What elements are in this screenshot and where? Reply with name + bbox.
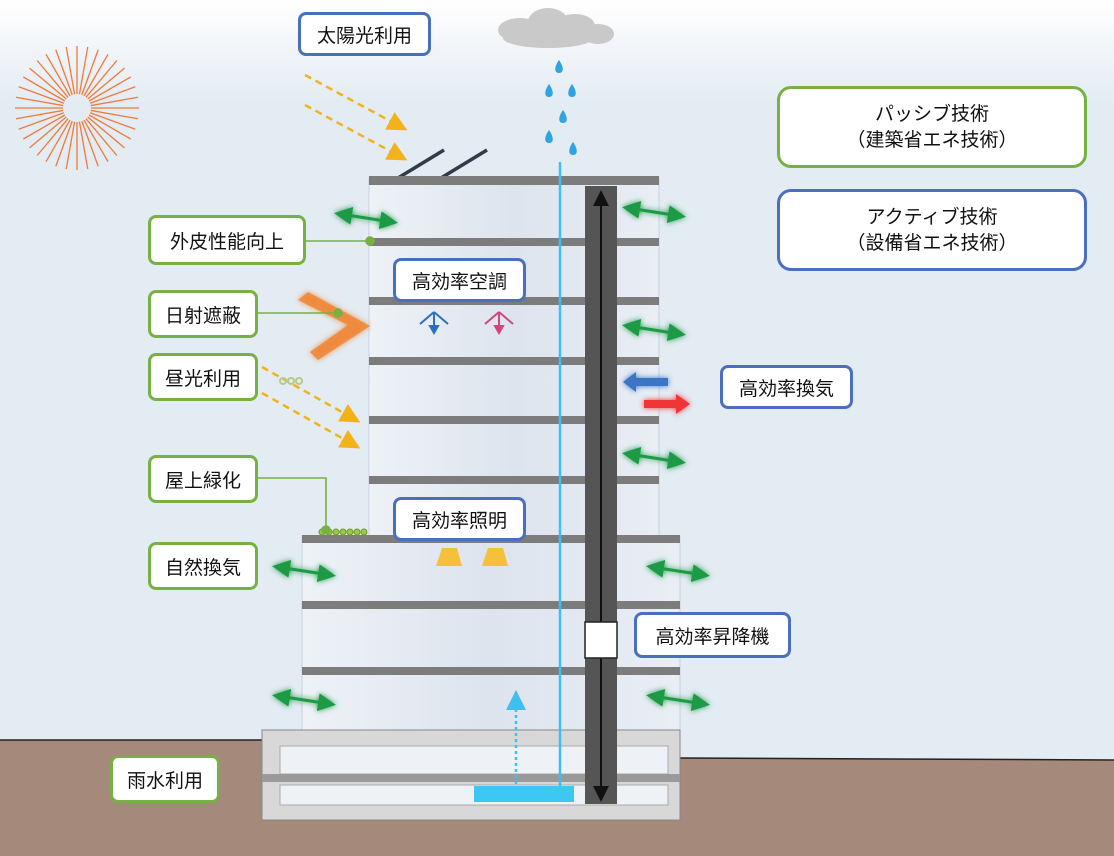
hvac-heat-icon [484, 311, 514, 336]
label-roof-green: 屋上緑化 [148, 455, 258, 503]
natural-vent-arrows [272, 200, 710, 712]
basement [261, 729, 681, 821]
label-hvac: 高効率空調 [393, 258, 526, 302]
passive-legend-title: パッシブ技術 [874, 103, 989, 125]
sunlight-arrow-icon [304, 73, 408, 161]
solar-shading-arrow-icon [298, 292, 370, 360]
label-connectors [257, 236, 375, 535]
building-lower-block [301, 536, 681, 734]
sun-icon [15, 46, 139, 170]
elevator-car [584, 621, 618, 659]
passive-legend-subtitle: （建築省エネ技術） [846, 129, 1018, 151]
label-rainwater: 雨水利用 [110, 755, 220, 803]
label-natural-vent: 自然換気 [148, 542, 258, 590]
label-daylight: 昼光利用 [148, 353, 258, 401]
solar-panel-icon [397, 148, 488, 180]
label-ventilation: 高効率換気 [720, 365, 853, 409]
ventilation-arrows-icon [623, 372, 690, 414]
passive-legend: パッシブ技術 （建築省エネ技術） [777, 86, 1087, 168]
cloud-icon [498, 8, 614, 48]
lighting-icon [436, 548, 508, 566]
hvac-cool-icon [419, 311, 449, 336]
active-legend-title: アクティブ技術 [866, 206, 998, 228]
label-envelope: 外皮性能向上 [148, 215, 306, 265]
label-solar-use: 太陽光利用 [298, 12, 431, 56]
rainwater-tank [474, 786, 574, 802]
label-solar-shading: 日射遮蔽 [148, 290, 258, 338]
active-legend-subtitle: （設備省エネ技術） [846, 232, 1018, 254]
rain-icon [545, 60, 577, 155]
daylight-arrow-icon [261, 365, 361, 449]
label-elevator: 高効率昇降機 [634, 612, 791, 658]
label-lighting: 高効率照明 [393, 497, 526, 541]
active-legend: アクティブ技術 （設備省エネ技術） [777, 189, 1087, 271]
